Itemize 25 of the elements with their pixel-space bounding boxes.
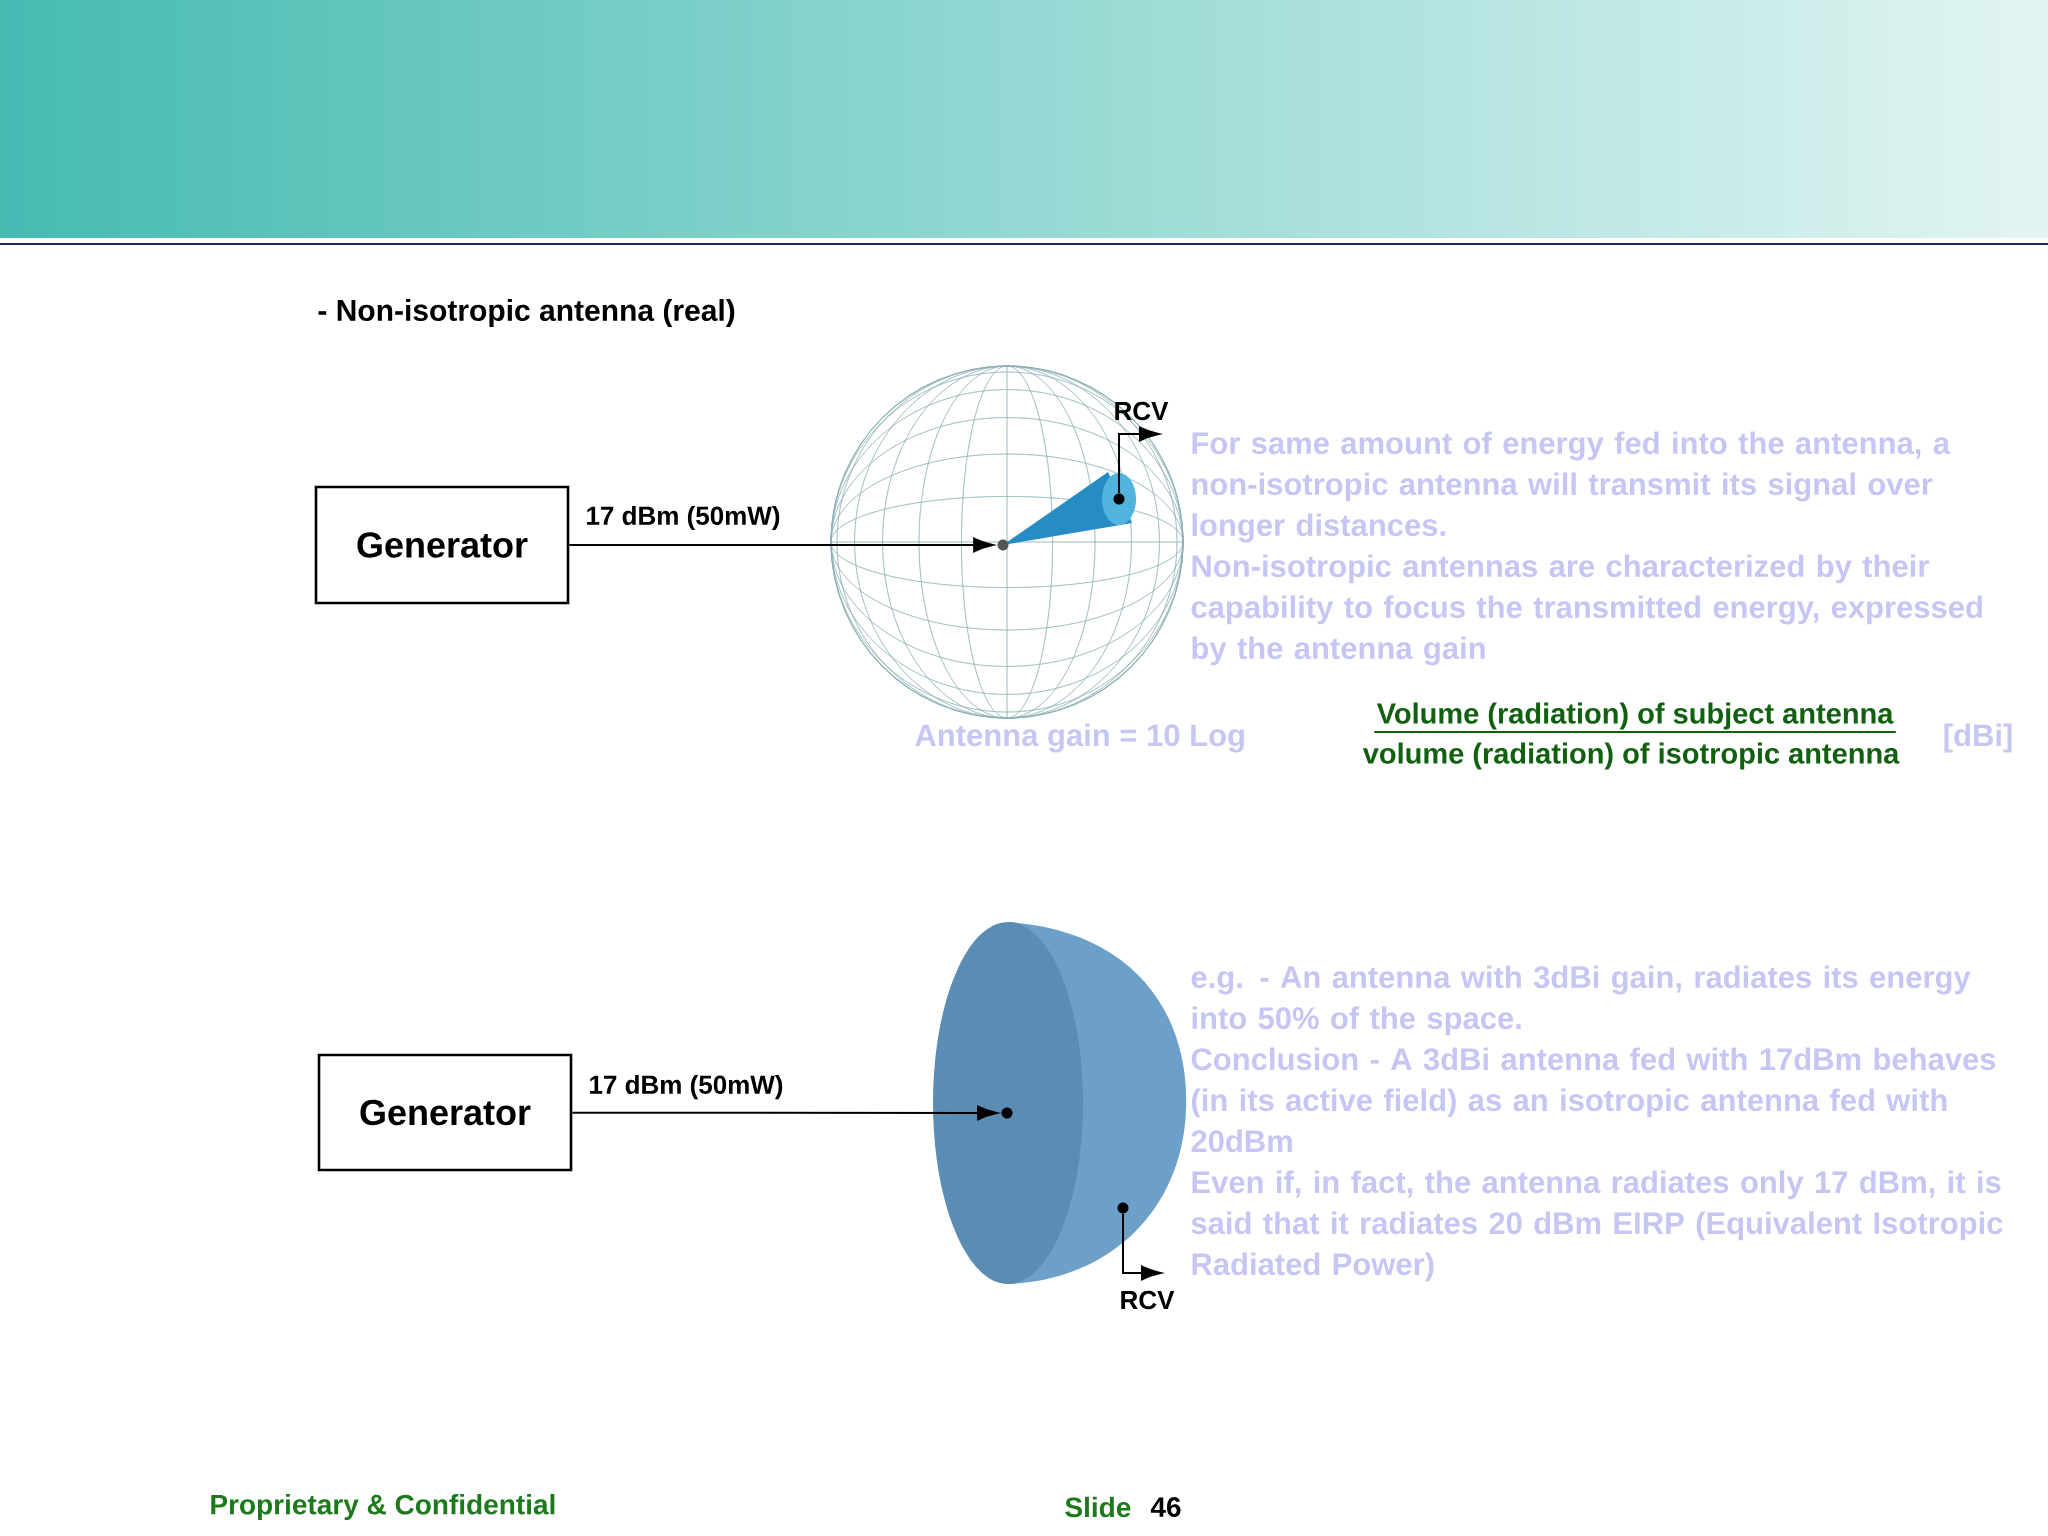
radiation-hemisphere-drawing [933, 922, 1186, 1284]
edge-label: 17 dBm (50mW) [590, 1074, 783, 1100]
arrow [571, 1105, 998, 1121]
formula-text: [dBi] [1944, 723, 2012, 753]
arrow [1118, 426, 1160, 495]
footer-text: Slide [1065, 1496, 1131, 1518]
fraction-numerator: Volume (radiation) of subject antenna [1373, 702, 1897, 733]
text-paragraph: Non-isotropic antennas are characterized by their capability to focus the transmitted energy, expressed by the antenna gain [1191, 554, 1982, 666]
text-paragraph: Conclusion - A 3dBi antenna fed with 17dBm behaves (in its active field) as an isotropic antenna fed with 20dBm [1191, 1047, 1996, 1153]
generator-box: Generator [317, 1053, 573, 1172]
fraction-denominator: volume (radiation) of isotropic antenna [1362, 742, 1900, 770]
text-paragraph: e.g. - An antenna with 3dBi gain, radiates its energy into 50% of the space. [1191, 965, 1971, 1036]
arrow [1122, 1212, 1162, 1281]
edge-label: 17 dBm (50mW) [587, 505, 780, 531]
radiation-sphere-drawing [830, 365, 1184, 719]
formula-text: Antenna gain = 10 Log [915, 723, 1244, 753]
edge-label: RCV [1121, 1290, 1175, 1310]
text-paragraph: For same amount of energy fed into the antenna, a non-isotropic antenna will transmit its signal over longer distances. [1192, 431, 1951, 543]
slide-number: 46 [1150, 1497, 1181, 1517]
edge-label: RCV [1115, 401, 1169, 421]
arrow [568, 537, 994, 553]
text-paragraph: Even if, in fact, the antenna radiates only 17 dBm, it is said that it radiates 20 dBm EIRP (Equivalent Isotropic Radiated Power) [1191, 1170, 2003, 1282]
slide-title: - Non-isotropic antenna (real) [318, 299, 735, 327]
generator-box: Generator [314, 485, 570, 605]
footer-text: Proprietary & Confidential [211, 1493, 555, 1521]
